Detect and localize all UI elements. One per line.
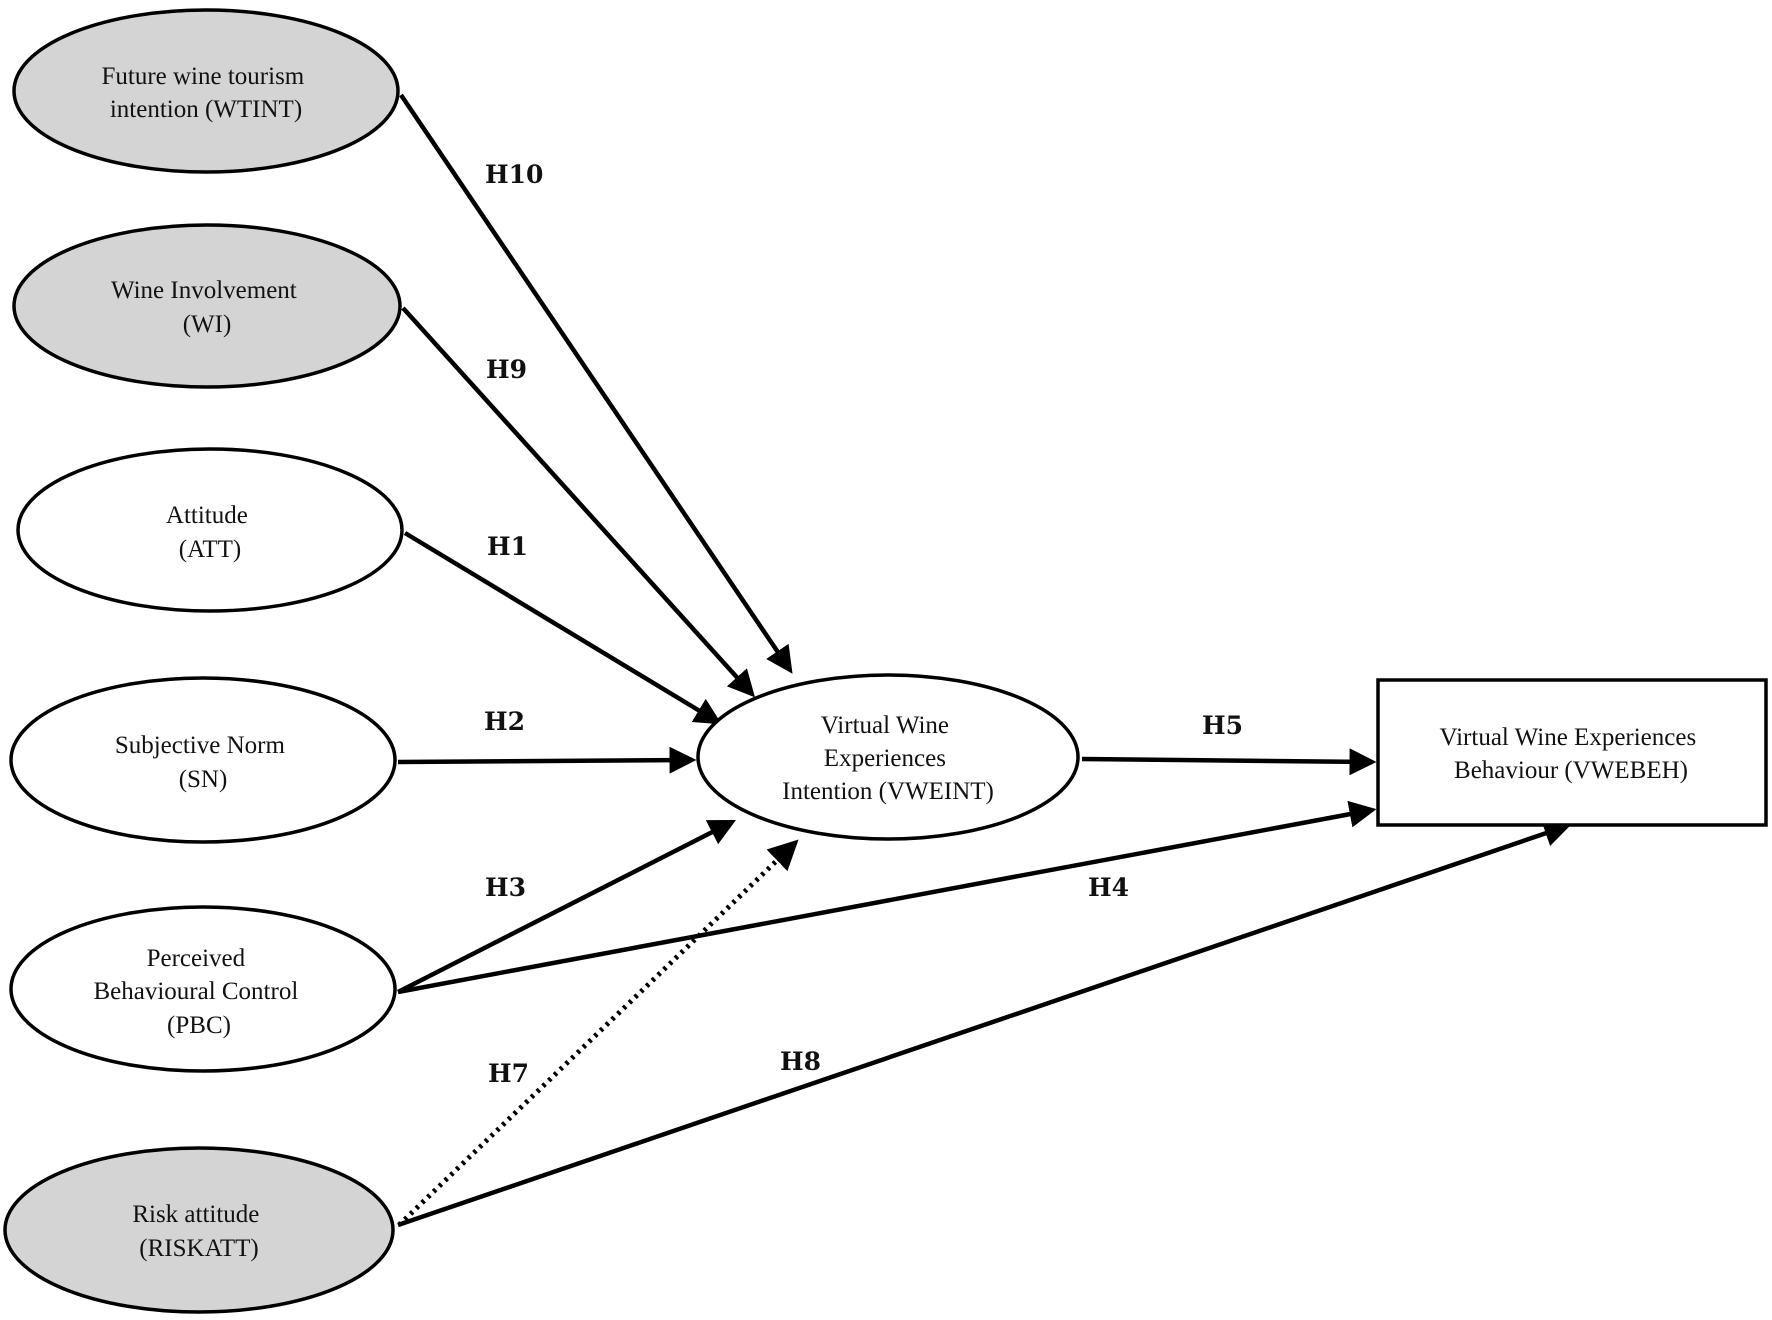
node-vwebeh-label: Virtual Wine Experiences Behaviour (VWEB… <box>1440 724 1703 784</box>
node-wtint-line-2: intention (WTINT) <box>110 96 302 123</box>
node-wtint: Future wine tourism intention (WTINT) <box>12 8 400 174</box>
node-pbc-shape <box>9 905 397 1073</box>
node-att-line-1: Attitude <box>166 502 248 529</box>
node-sn: Subjective Norm (SN) <box>9 676 397 844</box>
node-wi-line-2: (WI) <box>183 311 232 338</box>
node-wtint-shape <box>12 8 400 174</box>
node-wtint-label: Future wine tourism intention (WTINT) <box>101 63 310 123</box>
node-att: Attitude (ATT) <box>16 447 404 613</box>
hypothesis-label-h4: H4 <box>1088 873 1129 902</box>
node-vweint: Virtual Wine Experiences Intention (VWEI… <box>696 673 1080 841</box>
hypothesis-label-h7: H7 <box>488 1059 529 1088</box>
edge-h1 <box>403 531 722 725</box>
node-att-line-2: (ATT) <box>179 536 241 563</box>
node-vweint-line-1: Virtual Wine <box>821 712 949 739</box>
node-wi-shape <box>12 223 402 389</box>
edge-h10 <box>399 93 793 674</box>
node-sn-shape <box>9 676 397 844</box>
edge-h7 <box>397 839 799 1227</box>
edge-h9 <box>401 306 756 698</box>
edges-layer <box>396 93 1572 1228</box>
node-pbc-line-1: Perceived <box>147 945 246 972</box>
hypothesis-label-h10: H10 <box>485 160 543 189</box>
node-sn-label: Subjective Norm (SN) <box>115 732 291 793</box>
node-vweint-shape <box>696 673 1080 841</box>
node-riskatt-line-1: Risk attitude <box>132 1201 259 1228</box>
node-vweint-line-3: Intention (VWEINT) <box>782 778 994 805</box>
node-wtint-line-1: Future wine tourism <box>101 63 304 90</box>
node-riskatt-shape <box>3 1146 395 1314</box>
node-wi-label: Wine Involvement (WI) <box>111 277 303 338</box>
hypothesis-labels: H10 H9 H1 H2 H3 H4 H5 H7 H8 <box>484 160 1243 1088</box>
hypothesis-label-h5: H5 <box>1202 711 1243 740</box>
node-pbc-line-3: (PBC) <box>167 1012 231 1039</box>
node-att-label: Attitude (ATT) <box>166 502 254 563</box>
node-vwebeh: Virtual Wine Experiences Behaviour (VWEB… <box>1376 678 1768 827</box>
hypothesis-label-h9: H9 <box>486 355 527 384</box>
hypothesis-label-h3: H3 <box>485 873 526 902</box>
node-vwebeh-shape <box>1376 678 1768 827</box>
node-riskatt-line-2: (RISKATT) <box>139 1235 258 1262</box>
node-vweint-line-2: Experiences <box>824 745 946 772</box>
hypothesis-label-h8: H8 <box>780 1047 821 1076</box>
edge-h8 <box>397 820 1572 1228</box>
node-vwebeh-line-1: Virtual Wine Experiences <box>1440 724 1697 751</box>
hypothesis-label-h2: H2 <box>484 707 525 736</box>
node-sn-line-1: Subjective Norm <box>115 732 286 759</box>
hypothesis-label-h1: H1 <box>487 532 528 561</box>
node-sn-line-2: (SN) <box>179 766 228 793</box>
node-pbc-line-2: Behavioural Control <box>93 978 298 1005</box>
node-wi: Wine Involvement (WI) <box>12 223 402 389</box>
node-wi-line-1: Wine Involvement <box>111 277 297 304</box>
node-att-shape <box>16 447 404 613</box>
node-vweint-label: Virtual Wine Experiences Intention (VWEI… <box>782 712 994 805</box>
edge-h3 <box>396 819 737 995</box>
edge-h5 <box>1081 748 1377 776</box>
edge-h4 <box>397 800 1377 995</box>
node-riskatt: Risk attitude (RISKATT) <box>3 1146 395 1314</box>
node-pbc-label: Perceived Behavioural Control (PBC) <box>93 945 304 1039</box>
node-vwebeh-line-2: Behaviour (VWEBEH) <box>1454 757 1688 784</box>
node-pbc: Perceived Behavioural Control (PBC) <box>9 905 397 1073</box>
edge-h2 <box>397 746 697 774</box>
node-riskatt-label: Risk attitude (RISKATT) <box>132 1201 265 1262</box>
